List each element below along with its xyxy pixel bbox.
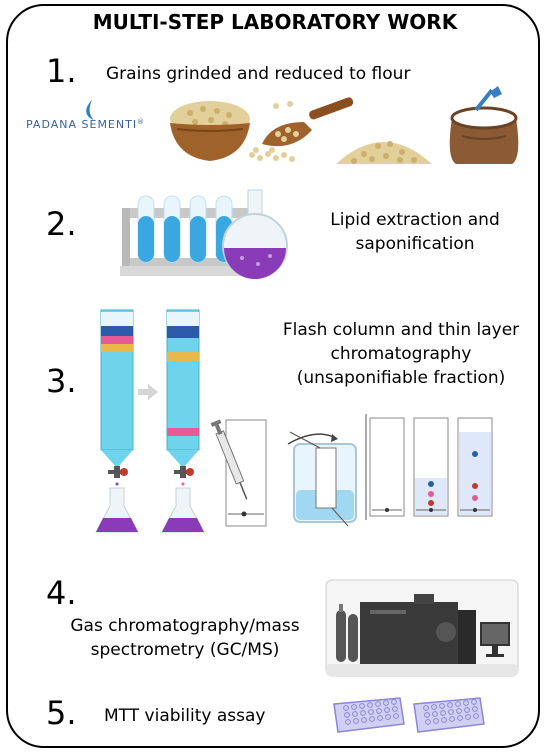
step-3-line-3: (unsaponifiable fraction)	[296, 368, 506, 388]
logo-mark	[86, 100, 94, 120]
step-3-number: 3.	[46, 362, 77, 400]
scoop-icon	[249, 97, 354, 162]
step-4-line-2: spectrometry (GC/MS)	[90, 640, 280, 660]
step-4-text: Gas chromatography/mass spectrometry (GC…	[60, 614, 310, 662]
beaker-icon	[287, 431, 357, 527]
step-2-number: 2.	[46, 205, 77, 243]
flash-column-icon	[95, 309, 139, 533]
step-2-text: Lipid extraction and saponification	[300, 208, 530, 256]
test-tube-rack-icon	[120, 195, 270, 276]
gc-ms-instrument-icon	[325, 579, 519, 677]
outer-frame	[6, 4, 540, 748]
tlc-plate-icon	[365, 414, 493, 520]
logo-text: PADANA SEMENTI	[26, 118, 138, 131]
well-plate-icon	[333, 697, 485, 733]
flour-sack-icon	[449, 86, 519, 164]
step-4-line-1: Gas chromatography/mass	[70, 616, 300, 636]
logo: PADANA SEMENTI®	[26, 118, 145, 131]
flash-column-icon-2	[161, 309, 205, 533]
step-4-number: 4.	[46, 574, 77, 612]
step-2-line-2: saponification	[355, 234, 475, 254]
logo-registered: ®	[137, 118, 146, 126]
step-5-number: 5.	[46, 694, 77, 732]
bowl-of-grains-icon	[170, 101, 250, 161]
step-1-text: Grains grinded and reduced to flour	[106, 64, 411, 84]
step-5-text: MTT viability assay	[104, 706, 266, 726]
step-1-number: 1.	[46, 52, 77, 90]
tlc-syringe-icon	[210, 419, 267, 527]
grain-pile-icon	[336, 141, 432, 164]
step-2-line-1: Lipid extraction and	[330, 210, 500, 230]
step-3-text: Flash column and thin layer chromatograp…	[272, 318, 530, 390]
arrow-right-icon	[138, 384, 158, 400]
page-title: MULTI-STEP LABORATORY WORK	[92, 10, 458, 34]
step-3-line-2: chromatography	[330, 344, 472, 364]
round-flask-icon	[222, 189, 288, 279]
step-3-line-1: Flash column and thin layer	[282, 320, 520, 340]
